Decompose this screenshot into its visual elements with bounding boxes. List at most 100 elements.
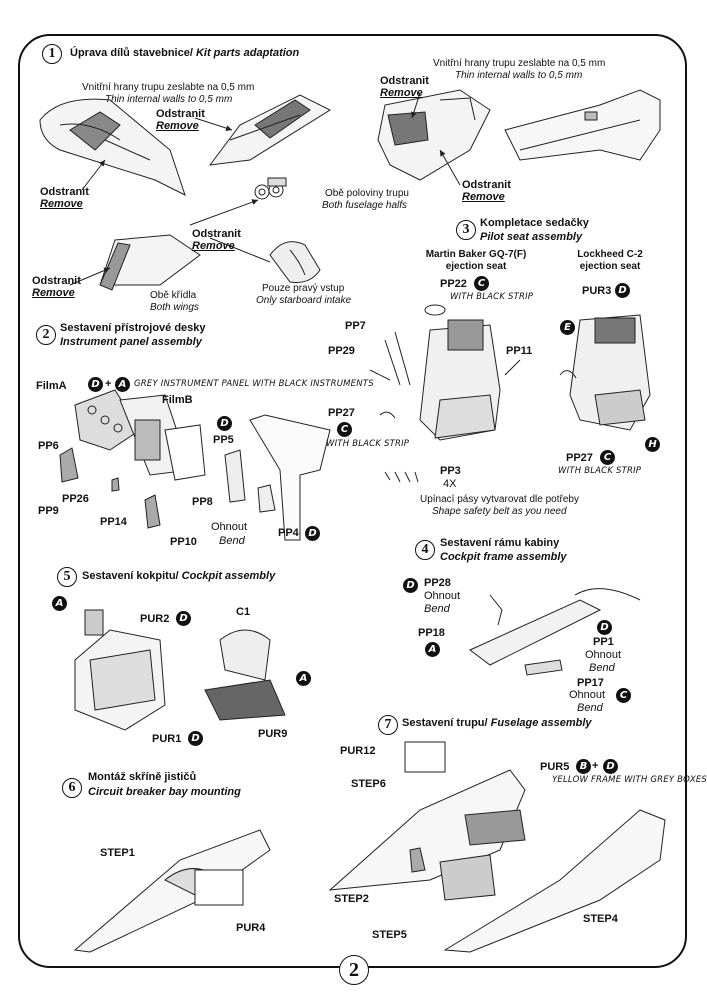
remove-label-5-en: Remove bbox=[192, 240, 235, 252]
color-key-d-pur2: D bbox=[176, 611, 191, 626]
part-pur12: PUR12 bbox=[340, 745, 376, 757]
belts-note-en: Shape safety belt as you need bbox=[432, 506, 567, 517]
yellow-frame-note: YELLOW FRAME WITH GREY BOXES bbox=[552, 775, 707, 785]
section-7-number: 7 bbox=[378, 715, 398, 735]
remove-label-6-en: Remove bbox=[32, 287, 75, 299]
color-key-a-cockpit: A bbox=[52, 596, 67, 611]
section-6-title-cz: Montáž skříně jističů bbox=[88, 771, 197, 783]
part-pp11: PP11 bbox=[506, 345, 533, 357]
coaming-drawing bbox=[204, 629, 286, 721]
wing-drawing bbox=[99, 234, 201, 291]
remove-label-2-cz: Odstranit bbox=[380, 75, 429, 87]
intake-rings-drawing bbox=[254, 177, 287, 200]
part-pp27-left: PP27 bbox=[328, 407, 355, 419]
color-key-d-pp1: D bbox=[597, 620, 612, 635]
section-2-title-en: Instrument panel assembly bbox=[60, 336, 202, 348]
section-5-title-cz: Sestavení kokpitu/ bbox=[82, 570, 179, 582]
section-1-number: 1 bbox=[42, 44, 62, 64]
bend-en-pp1: Bend bbox=[589, 662, 615, 674]
section-1-title-en: Kit parts adaptation bbox=[195, 47, 300, 59]
cockpit-side-panels-drawing bbox=[224, 414, 331, 541]
color-key-d-pp4: D bbox=[305, 526, 320, 541]
both-fuselage-cz: Obě poloviny trupu bbox=[325, 188, 409, 199]
bend-en-pp17: Bend bbox=[577, 702, 603, 714]
color-key-h: H bbox=[645, 437, 660, 452]
belts-note-cz: Upínací pásy vytvarovat dle potřeby bbox=[420, 494, 579, 505]
color-key-d-pur3: D bbox=[615, 283, 630, 298]
section-5-title-en: Cockpit assembly bbox=[181, 570, 276, 582]
remove-label-1-cz: Odstranit bbox=[156, 108, 205, 120]
part-pp22: PP22 bbox=[440, 278, 467, 290]
part-pp7: PP7 bbox=[345, 320, 366, 332]
section-7-title-cz: Sestavení trupu/ bbox=[402, 717, 488, 729]
part-step1: STEP1 bbox=[100, 847, 135, 859]
color-key-a-pur9: A bbox=[296, 671, 311, 686]
thin-walls-note-left-en: Thin internal walls to 0,5 mm bbox=[105, 94, 233, 105]
thin-walls-note-left-cz: Vnitřní hrany trupu zeslabte na 0,5 mm bbox=[82, 82, 255, 93]
part-pp10: PP10 bbox=[170, 536, 197, 548]
color-key-a: A bbox=[115, 377, 130, 392]
grey-panel-note: GREY INSTRUMENT PANEL WITH BLACK INSTRUM… bbox=[134, 379, 374, 389]
part-pur9: PUR9 bbox=[258, 728, 288, 740]
instrument-panel-drawing bbox=[59, 389, 206, 529]
part-step2: STEP2 bbox=[334, 893, 369, 905]
page-number: 2 bbox=[339, 955, 369, 985]
part-pp17: PP17 bbox=[577, 677, 604, 689]
part-pur1: PUR1 bbox=[152, 733, 182, 745]
color-key-c-pp22: C bbox=[474, 276, 489, 291]
color-key-d-pur5: D bbox=[603, 759, 618, 774]
section-5-number: 5 bbox=[57, 567, 77, 587]
part-pp3: PP3 bbox=[440, 465, 461, 477]
fuselage-side-right-drawing bbox=[504, 89, 661, 161]
remove-label-3-cz: Odstranit bbox=[40, 186, 89, 198]
color-key-d-pp28: D bbox=[403, 578, 418, 593]
color-key-a-pp18: A bbox=[425, 642, 440, 657]
starboard-intake-en: Only starboard intake bbox=[256, 295, 352, 306]
part-filmb: FilmB bbox=[162, 394, 193, 406]
part-pp14: PP14 bbox=[100, 516, 127, 528]
bend-en-pp4: Bend bbox=[219, 535, 245, 547]
color-key-c-pp17: C bbox=[616, 688, 631, 703]
part-pp9: PP9 bbox=[38, 505, 59, 517]
bend-en-pp28: Bend bbox=[424, 603, 450, 615]
circuit-breaker-fuselage-drawing bbox=[73, 829, 271, 953]
remove-label-3-en: Remove bbox=[40, 198, 83, 210]
cockpit-frame-drawing bbox=[469, 588, 641, 676]
section-6-title-en: Circuit breaker bay mounting bbox=[88, 786, 241, 798]
color-key-d: D bbox=[88, 377, 103, 392]
color-key-d-pp5: D bbox=[217, 416, 232, 431]
section-6-number: 6 bbox=[62, 778, 82, 798]
part-pp27-right: PP27 bbox=[566, 452, 593, 464]
section-5-title: Sestavení kokpitu/ Cockpit assembly bbox=[82, 570, 275, 583]
thin-walls-note-right-en: Thin internal walls to 0,5 mm bbox=[455, 70, 583, 81]
seat1-type: ejection seat bbox=[445, 261, 507, 272]
section-1-title-cz: Úprava dílů stavebnice/ bbox=[70, 47, 193, 59]
part-pp29: PP29 bbox=[328, 345, 355, 357]
pp27-left-strip-note: WITH BLACK STRIP bbox=[326, 439, 410, 449]
section-3-title-cz: Kompletace sedačky bbox=[480, 217, 589, 229]
bend-cz-pp17: Ohnout bbox=[569, 689, 606, 701]
lockheed-seat-drawing bbox=[559, 314, 651, 431]
plus-sign: + bbox=[105, 378, 112, 390]
section-4-title-en: Cockpit frame assembly bbox=[440, 551, 567, 563]
both-fuselage-en: Both fuselage halfs bbox=[322, 200, 408, 211]
section-3-number: 3 bbox=[456, 220, 476, 240]
color-key-c-pp27-right: C bbox=[600, 450, 615, 465]
remove-label-4-cz: Odstranit bbox=[462, 179, 511, 191]
part-pur2: PUR2 bbox=[140, 613, 170, 625]
color-key-d-pur1: D bbox=[188, 731, 203, 746]
seat1-name: Martin Baker GQ-7(F) bbox=[425, 249, 527, 260]
part-pur4: PUR4 bbox=[236, 922, 266, 934]
part-step4: STEP4 bbox=[583, 913, 618, 925]
part-pp5: PP5 bbox=[213, 434, 234, 446]
part-pur5: PUR5 bbox=[540, 761, 570, 773]
seat2-type: ejection seat bbox=[579, 261, 641, 272]
bend-cz-pp28: Ohnout bbox=[424, 590, 461, 602]
section-4-number: 4 bbox=[415, 540, 435, 560]
thin-walls-note-right-cz: Vnitřní hrany trupu zeslabte na 0,5 mm bbox=[433, 58, 606, 69]
remove-label-2-en: Remove bbox=[380, 87, 423, 99]
part-pur3: PUR3 bbox=[582, 285, 612, 297]
part-pp1: PP1 bbox=[593, 636, 614, 648]
part-pp6: PP6 bbox=[38, 440, 59, 452]
part-pp26: PP26 bbox=[62, 493, 89, 505]
